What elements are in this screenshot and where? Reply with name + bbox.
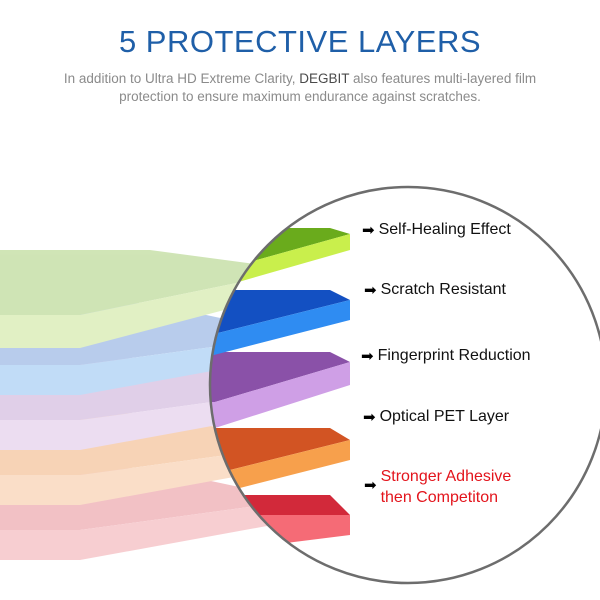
arrow-right-icon: ➡ (362, 222, 375, 239)
magnifier-circle-outline (208, 185, 600, 585)
layer-label-adhesive: ➡ Stronger Adhesive then Competiton (364, 466, 511, 508)
layer-label-optical-pet: ➡ Optical PET Layer (363, 408, 509, 426)
page-title: 5 PROTECTIVE LAYERS (118, 24, 482, 59)
subtitle: In addition to Ultra HD Extreme Clarity,… (40, 70, 560, 106)
layer-label-fingerprint: ➡ Fingerprint Reduction (361, 347, 531, 365)
arrow-right-icon: ➡ (363, 409, 376, 426)
zoomed-layer-scratch (210, 290, 350, 356)
subtitle-text-end: also features multi-layered film protect… (119, 71, 537, 104)
brand-name: DEGBIT (299, 71, 350, 86)
faded-layers (0, 250, 300, 560)
layer-label-line-1: Stronger Adhesive (380, 468, 512, 485)
layer-label-self-healing: ➡ Self-Healing Effect (362, 221, 511, 239)
zoomed-layer-pet (210, 428, 350, 490)
layer-label-text: Fingerprint Reduction (377, 347, 531, 364)
layer-label-scratch-resistant: ➡ Scratch Resistant (364, 281, 506, 299)
layer-label-text: Self-Healing Effect (378, 221, 511, 238)
arrow-right-icon: ➡ (361, 348, 374, 365)
zoomed-layer-fingerprint (210, 352, 350, 428)
arrow-right-icon: ➡ (364, 282, 377, 299)
layer-label-text: Scratch Resistant (380, 281, 506, 298)
layer-label-text: Optical PET Layer (379, 408, 510, 425)
layer-label-line-2: then Competiton (380, 489, 498, 506)
layer-label-text: Stronger Adhesive then Competiton (381, 466, 512, 508)
subtitle-text-start: In addition to Ultra HD Extreme Clarity, (63, 71, 300, 86)
arrow-right-icon: ➡ (364, 477, 377, 494)
faded-layer-healing (0, 250, 300, 348)
magnifier-circle-fill (210, 187, 600, 583)
